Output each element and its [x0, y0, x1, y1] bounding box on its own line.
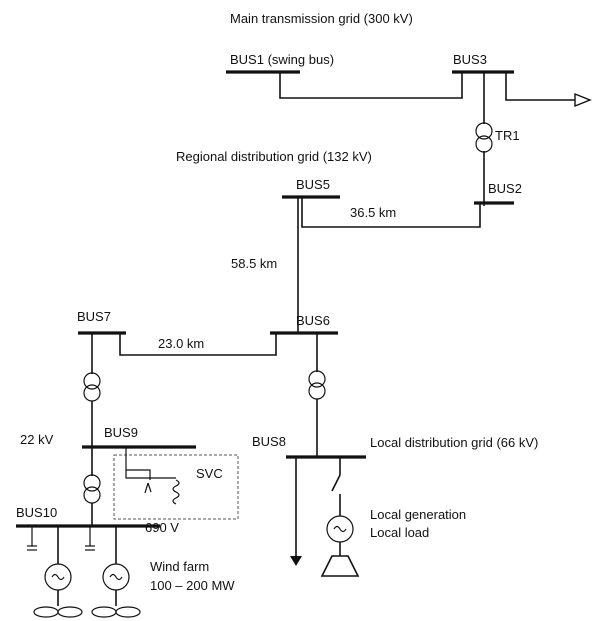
svc-enclosure — [113, 454, 239, 520]
svc-label: SVC — [196, 466, 223, 481]
svc-branch-2 — [125, 470, 176, 479]
turbine-1-ac-symbol-icon — [51, 573, 65, 581]
bus9-label: BUS9 — [104, 425, 138, 440]
line-bus6-bus7-length: 23.0 km — [158, 336, 204, 351]
line-bus5-bus6-length: 58.5 km — [231, 256, 277, 271]
regional-grid-title: Regional distribution grid (132 kV) — [176, 149, 372, 164]
turbine-2-ac-symbol-icon — [109, 573, 123, 581]
bus6-label: BUS6 — [296, 313, 330, 328]
line-bus1-bus3 — [279, 72, 463, 99]
svc-reactor-icon — [172, 479, 180, 505]
line-bus2-bus5 — [301, 197, 481, 228]
bus9-transformer-secondary-icon — [83, 486, 101, 504]
wind-farm-label: Wind farm — [150, 559, 209, 574]
turbine-1-blade-left-icon — [33, 606, 59, 618]
local-generator-ac-symbol-icon — [333, 525, 347, 533]
local-generation-label: Local generation — [370, 507, 466, 522]
bus6-transformer-primary-icon — [308, 370, 326, 388]
export-arrow-icon — [574, 92, 592, 108]
svc-capacitor-icon — [144, 482, 152, 494]
local-gen-switch-icon — [331, 474, 341, 492]
bus7-label: BUS7 — [77, 309, 111, 324]
line-bus2-bus5-length: 36.5 km — [350, 205, 396, 220]
turbine-1-blade-right-icon — [57, 606, 83, 618]
export-line — [505, 72, 575, 101]
bus8-label: BUS8 — [252, 434, 286, 449]
bus1-label: BUS1 (swing bus) — [230, 52, 334, 67]
svc-branch-1 — [126, 469, 151, 480]
bus9-transformer-primary-icon — [83, 474, 101, 492]
bus5-label: BUS5 — [296, 177, 330, 192]
turbine-2-blade-left-icon — [91, 606, 117, 618]
bus7-transformer-secondary-icon — [83, 384, 101, 402]
local-prime-mover-icon — [320, 555, 360, 577]
bus7-transformer-primary-icon — [83, 372, 101, 390]
bus10-label: BUS10 — [16, 505, 57, 520]
line-bus6-bus7 — [119, 333, 277, 356]
bus3-label: BUS3 — [453, 52, 487, 67]
bus2-label: BUS2 — [488, 181, 522, 196]
local-load-arrow-icon — [290, 556, 302, 566]
wind-farm-capacity: 100 – 200 MW — [150, 578, 235, 593]
bus6-transformer-secondary-icon — [308, 382, 326, 400]
turbine-2-blade-right-icon — [115, 606, 141, 618]
local-grid-title: Local distribution grid (66 kV) — [370, 435, 538, 450]
local-load-label: Local load — [370, 525, 429, 540]
tr1-secondary-winding-icon — [475, 135, 493, 153]
tr1-primary-winding-icon — [475, 122, 493, 140]
main-grid-title: Main transmission grid (300 kV) — [230, 11, 413, 26]
tr1-label: TR1 — [495, 128, 520, 143]
bus9-voltage: 22 kV — [20, 432, 54, 447]
bus10-voltage: 690 V — [145, 520, 179, 535]
